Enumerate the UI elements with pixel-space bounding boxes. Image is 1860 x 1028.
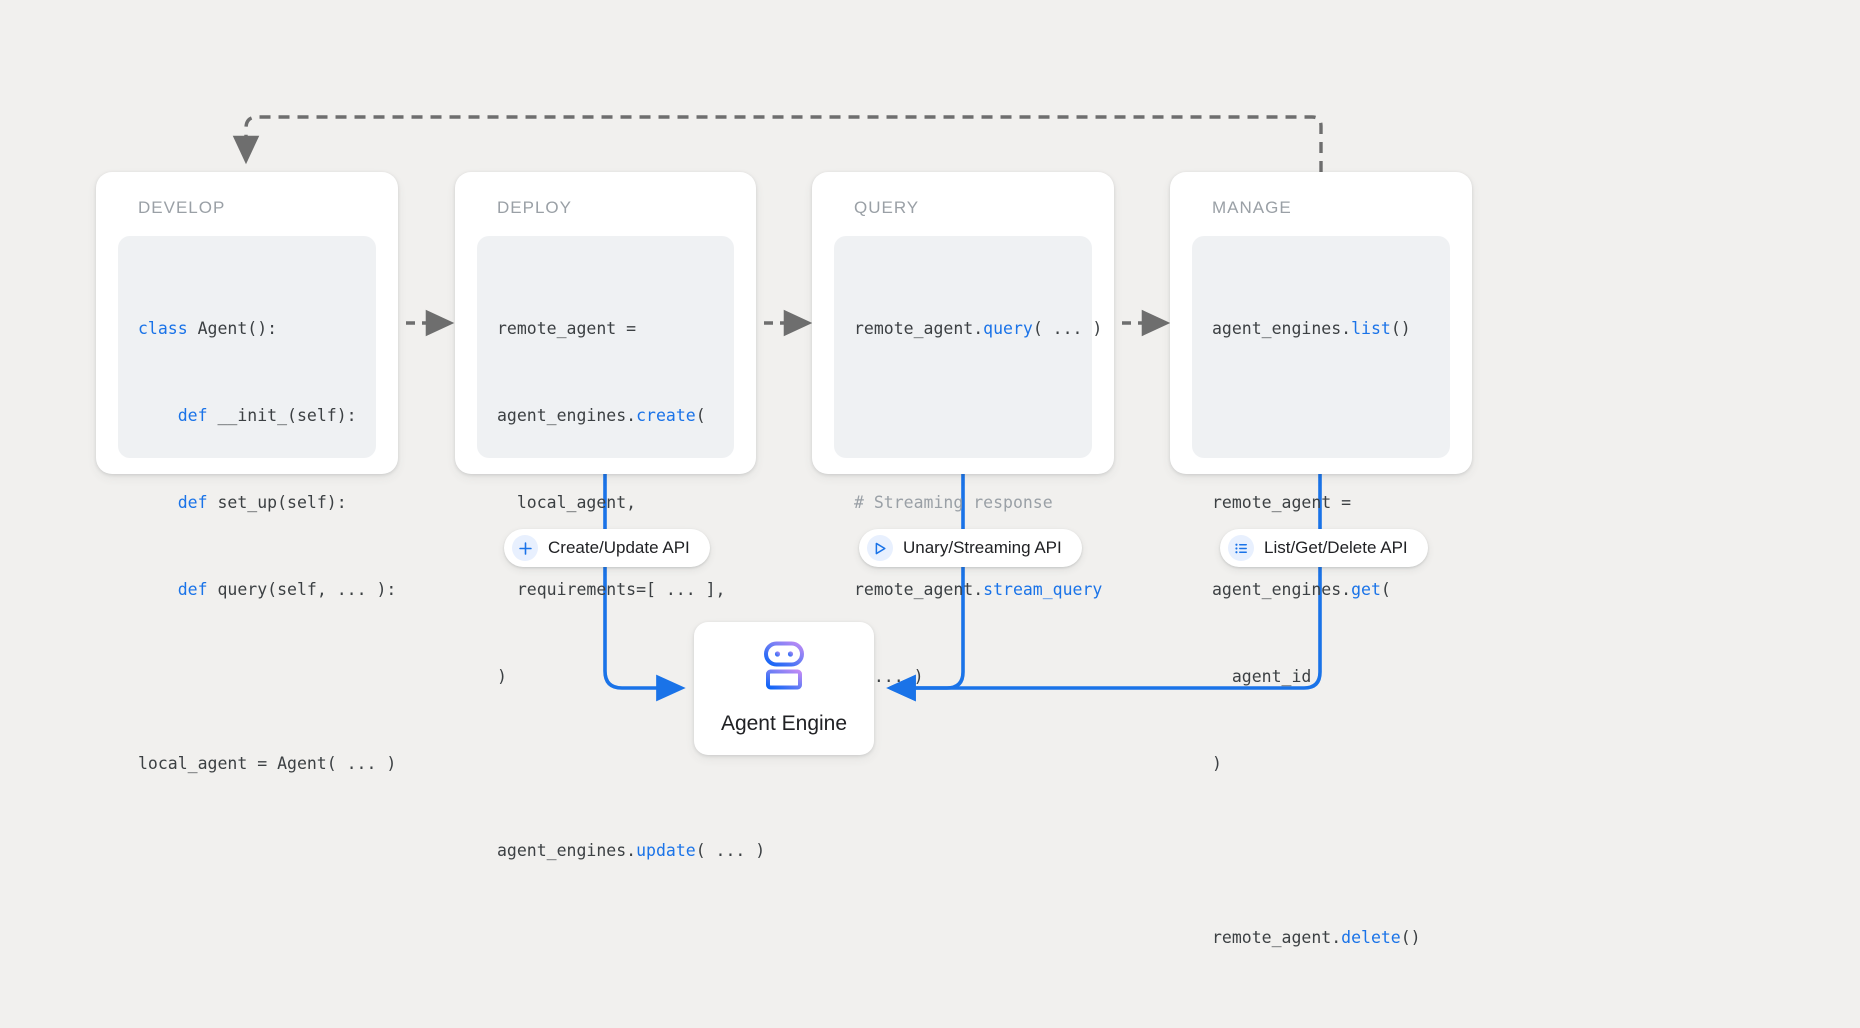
stage-panel-develop[interactable]: DEVELOP class Agent(): def __init_(self)… [96,172,398,773]
code-line: ) [1212,754,1222,773]
stage-title-develop: DEVELOP [138,198,226,217]
agent-engine-card[interactable]: Agent Engine [694,622,874,755]
code-line [497,749,716,778]
robot-icon [756,641,812,698]
stage-title-deploy: DEPLOY [497,198,572,217]
code-line: agent_engines.get( [1212,580,1391,599]
code-line: def set_up(self): [177,493,347,512]
code-line [1212,836,1432,865]
code-line: local_agent, [497,493,637,512]
code-line: def __init_(self): [177,406,357,425]
api-pill-create-update[interactable]: Create/Update API [504,529,710,567]
code-line: remote_agent.query( ... ) [854,319,1103,338]
api-pill-list-get-delete[interactable]: List/Get/Delete API [1220,529,1428,567]
stage-title-query: QUERY [854,198,920,217]
api-pill-label: Create/Update API [548,538,690,557]
code-line: remote_agent.delete() [1212,928,1421,947]
code-line: ( ... ) [854,667,924,686]
plus-icon [512,535,538,561]
code-line: agent_engines.list() [1212,319,1411,338]
code-line: requirements=[ ... ], [497,580,726,599]
code-line: remote_agent = [1212,493,1352,512]
api-pill-label: Unary/Streaming API [903,538,1062,557]
code-line: agent_engines.create( [497,406,706,425]
code-block-query: remote_agent.query( ... ) # Streaming re… [834,236,1103,686]
stage-panel-manage[interactable]: MANAGE agent_engines.list() remote_agent… [1170,172,1472,947]
feedback-arrow-manage-to-develop [232,115,1323,172]
code-line: remote_agent = [497,319,637,338]
stage-panel-query[interactable]: QUERY remote_agent.query( ... ) # Stream… [812,172,1114,686]
code-block-develop: class Agent(): def __init_(self): def se… [118,236,396,773]
agent-engine-label: Agent Engine [720,712,848,735]
api-pill-label: List/Get/Delete API [1264,538,1408,557]
stage-panel-deploy[interactable]: DEPLOY remote_agent = agent_engines.crea… [455,172,765,860]
code-line: class Agent(): [138,319,278,338]
code-line: local_agent = Agent( ... ) [138,754,397,773]
code-line: remote_agent.stream_query [854,580,1103,599]
code-line: ) [497,667,507,686]
code-line [854,401,1074,430]
code-block-deploy: remote_agent = agent_engines.create( loc… [477,236,765,860]
list-icon [1228,535,1254,561]
send-triangle-icon [867,535,893,561]
code-line [1212,401,1432,430]
code-line: agent_id [1212,667,1312,686]
code-block-manage: agent_engines.list() remote_agent = agen… [1192,236,1450,947]
api-pill-unary-streaming[interactable]: Unary/Streaming API [859,529,1082,567]
code-line [138,662,358,691]
code-line: agent_engines.update( ... ) [497,841,766,860]
code-line: def query(self, ... ): [177,580,397,599]
stage-title-manage: MANAGE [1212,198,1292,217]
code-line: # Streaming response [854,493,1053,512]
